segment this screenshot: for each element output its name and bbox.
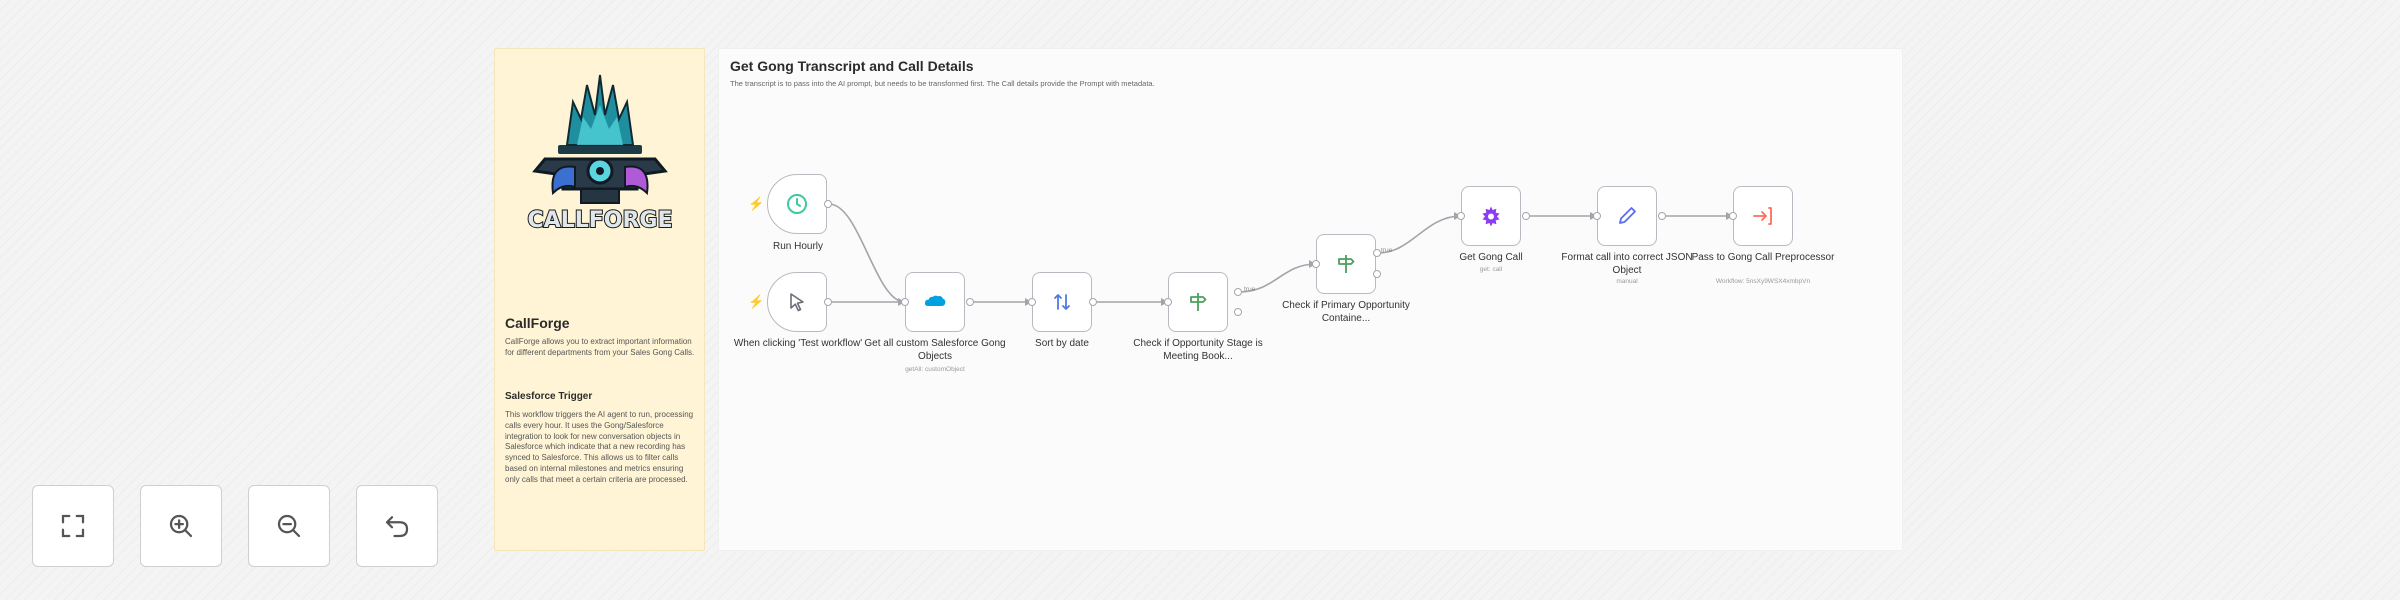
output-port[interactable] — [824, 298, 832, 306]
input-port[interactable] — [1028, 298, 1036, 306]
input-port[interactable] — [1164, 298, 1172, 306]
false-output-port[interactable] — [1373, 270, 1381, 278]
true-output-port[interactable] — [1234, 288, 1242, 296]
zoom-in-button[interactable] — [140, 485, 222, 567]
zoom-out-button[interactable] — [248, 485, 330, 567]
sticky-note[interactable]: CALLFORGE CallForge CallForge allows you… — [494, 48, 705, 551]
fit-view-button[interactable] — [32, 485, 114, 567]
fullscreen-icon — [61, 514, 85, 538]
input-port[interactable] — [1593, 212, 1601, 220]
node-subtitle: getAll: customObject — [905, 366, 965, 373]
branch-true-label: true — [1381, 247, 1393, 254]
node-sort-by-date[interactable] — [1032, 272, 1092, 332]
callforge-logo: CALLFORGE — [527, 74, 673, 234]
true-output-port[interactable] — [1373, 249, 1381, 257]
group-title: Get Gong Transcript and Call Details — [730, 58, 974, 74]
svg-text:CALLFORGE: CALLFORGE — [528, 208, 673, 233]
sticky-title: CallForge — [505, 315, 570, 331]
node-label: Pass to Gong Call Preprocessor — [1691, 252, 1835, 263]
enter-icon — [1753, 207, 1772, 225]
undo-icon — [385, 516, 409, 538]
sticky-body: This workflow triggers the AI agent to r… — [505, 410, 694, 484]
input-port[interactable] — [1457, 212, 1465, 220]
node-run-hourly[interactable] — [767, 174, 827, 234]
node-label: Format call into correct JSON Object — [1561, 252, 1693, 276]
node-label: Check if Opportunity Stage is Meeting Bo… — [1133, 338, 1263, 362]
gong-icon — [1482, 206, 1500, 227]
input-port[interactable] — [901, 298, 909, 306]
node-salesforce[interactable] — [905, 272, 965, 332]
node-format-json[interactable] — [1597, 186, 1657, 246]
output-port[interactable] — [824, 200, 832, 208]
node-label: Get Gong Call — [1459, 252, 1523, 263]
sort-icon — [1054, 294, 1070, 310]
filter-icon — [1338, 255, 1355, 273]
connection-run-hourly-to-salesforce — [828, 203, 906, 303]
node-pass-to-preprocessor[interactable] — [1733, 186, 1793, 246]
clock-icon — [787, 194, 807, 214]
output-port[interactable] — [1522, 212, 1530, 220]
node-check-opportunity-stage[interactable] — [1168, 272, 1228, 332]
false-output-port[interactable] — [1234, 308, 1242, 316]
node-subtitle: Workflow: 5nsXy9WSX4xmbpVn — [1715, 278, 1811, 285]
zoom-out-icon — [277, 514, 301, 538]
reset-zoom-button[interactable] — [356, 485, 438, 567]
node-label: When clicking 'Test workflow' — [733, 338, 863, 349]
input-port[interactable] — [1312, 260, 1320, 268]
node-subtitle: get: call — [1479, 266, 1503, 273]
pencil-icon — [1619, 207, 1636, 224]
sticky-subtitle: Salesforce Trigger — [505, 391, 593, 402]
filter-icon — [1190, 293, 1207, 311]
node-label: Sort by date — [1035, 338, 1089, 349]
trigger-bolt-icon: ⚡ — [748, 196, 765, 211]
output-port[interactable] — [1089, 298, 1097, 306]
node-label: Check if Primary Opportunity Containe... — [1282, 300, 1410, 324]
input-port[interactable] — [1729, 212, 1737, 220]
connection-stage-true-to-primary — [1238, 263, 1317, 293]
node-check-primary-opportunity[interactable] — [1316, 234, 1376, 294]
sticky-description: CallForge allows you to extract importan… — [505, 337, 695, 357]
salesforce-icon — [924, 295, 946, 307]
group-description: The transcript is to pass into the AI pr… — [730, 79, 1155, 88]
cursor-icon — [790, 293, 804, 312]
output-port[interactable] — [1658, 212, 1666, 220]
node-label: Run Hourly — [772, 241, 824, 252]
node-get-gong-call[interactable] — [1461, 186, 1521, 246]
output-port[interactable] — [966, 298, 974, 306]
zoom-in-icon — [169, 514, 193, 538]
node-subtitle: manual — [1616, 278, 1638, 285]
connection-primary-true-to-gong — [1377, 215, 1462, 254]
node-manual-trigger[interactable] — [767, 272, 827, 332]
branch-true-label: true — [1244, 286, 1256, 293]
trigger-bolt-icon: ⚡ — [748, 294, 765, 309]
node-label: Get all custom Salesforce Gong Objects — [864, 338, 1006, 362]
